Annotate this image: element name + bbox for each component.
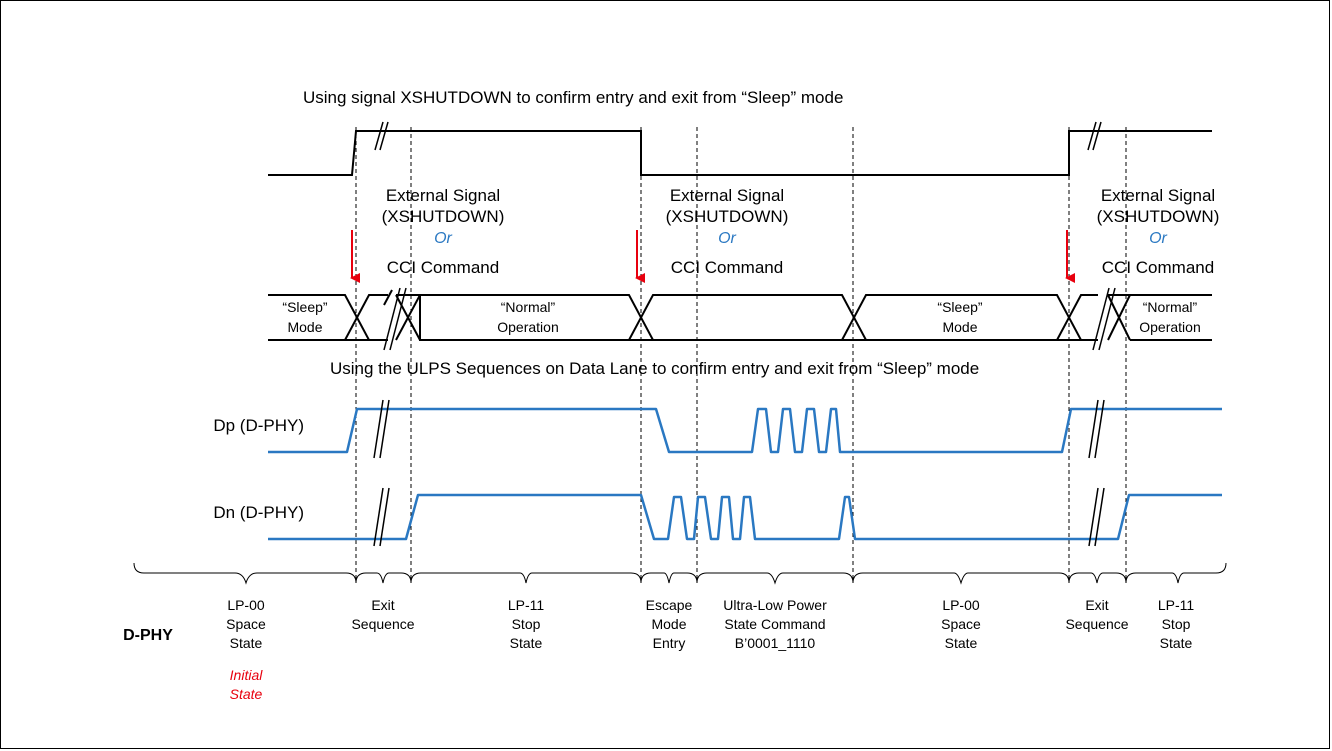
state-label-escape: Escape Mode Entry bbox=[646, 597, 693, 651]
svg-text:State: State bbox=[510, 635, 543, 651]
state-label-initial: Initial State bbox=[230, 667, 264, 702]
brace bbox=[355, 572, 412, 584]
dp-break-mark bbox=[373, 399, 1105, 459]
svg-text:Stop: Stop bbox=[512, 616, 541, 632]
xshutdown-waveform bbox=[268, 121, 1212, 176]
svg-text:LP-11: LP-11 bbox=[508, 597, 545, 613]
svg-text:Exit: Exit bbox=[371, 597, 394, 613]
svg-text:External Signal: External Signal bbox=[670, 186, 784, 205]
state-label-ulps: Ultra-Low Power State Command B’0001_111… bbox=[723, 597, 827, 651]
svg-text:State: State bbox=[230, 686, 263, 702]
svg-text:Operation: Operation bbox=[497, 319, 558, 335]
state-braces bbox=[133, 562, 1227, 585]
svg-text:Exit: Exit bbox=[1085, 597, 1108, 613]
svg-text:(XSHUTDOWN): (XSHUTDOWN) bbox=[382, 207, 505, 226]
row-label-dphy: D-PHY bbox=[123, 627, 173, 644]
dn-waveform bbox=[268, 493, 1222, 541]
svg-text:Space: Space bbox=[226, 616, 266, 632]
svg-text:Initial: Initial bbox=[230, 667, 264, 683]
trigger-label-3: External Signal (XSHUTDOWN) Or CCI Comma… bbox=[1097, 186, 1220, 277]
brace bbox=[852, 572, 1070, 585]
svg-text:External Signal: External Signal bbox=[386, 186, 500, 205]
svg-text:CCI Command: CCI Command bbox=[1102, 258, 1214, 277]
brace bbox=[640, 572, 698, 584]
svg-text:Sequence: Sequence bbox=[351, 616, 414, 632]
state-label-exit-1: Exit Sequence bbox=[351, 597, 414, 632]
svg-text:Or: Or bbox=[1149, 230, 1167, 247]
svg-text:Entry: Entry bbox=[653, 635, 686, 651]
svg-text:“Sleep”: “Sleep” bbox=[937, 299, 982, 315]
svg-text:(XSHUTDOWN): (XSHUTDOWN) bbox=[1097, 207, 1220, 226]
red-arrows bbox=[350, 230, 1075, 283]
bus-state-normal-2: “Normal” Operation bbox=[1139, 299, 1200, 335]
svg-text:External Signal: External Signal bbox=[1101, 186, 1215, 205]
svg-text:“Normal”: “Normal” bbox=[1143, 299, 1198, 315]
brace bbox=[696, 572, 854, 585]
state-label-lp11-2: LP-11 Stop State bbox=[1158, 597, 1195, 651]
svg-text:CCI Command: CCI Command bbox=[671, 258, 783, 277]
svg-text:Mode: Mode bbox=[651, 616, 686, 632]
trigger-label-2: External Signal (XSHUTDOWN) Or CCI Comma… bbox=[666, 186, 789, 277]
svg-text:B’0001_1110: B’0001_1110 bbox=[735, 635, 816, 651]
title-ulps: Using the ULPS Sequences on Data Lane to… bbox=[330, 359, 979, 378]
svg-text:Or: Or bbox=[718, 230, 736, 247]
svg-text:Space: Space bbox=[941, 616, 981, 632]
svg-text:Escape: Escape bbox=[646, 597, 693, 613]
brace bbox=[1125, 562, 1227, 584]
svg-text:Sequence: Sequence bbox=[1065, 616, 1128, 632]
svg-text:LP-00: LP-00 bbox=[227, 597, 265, 613]
svg-text:State: State bbox=[945, 635, 978, 651]
svg-text:Mode: Mode bbox=[942, 319, 977, 335]
dn-break-mark bbox=[373, 487, 1105, 547]
svg-text:State: State bbox=[230, 635, 263, 651]
brace bbox=[133, 562, 357, 585]
svg-text:“Normal”: “Normal” bbox=[501, 299, 556, 315]
dp-label: Dp (D-PHY) bbox=[213, 416, 304, 435]
bus-state-sleep-1: “Sleep” Mode bbox=[282, 299, 327, 335]
bus-waveform bbox=[268, 287, 1212, 351]
dn-label: Dn (D-PHY) bbox=[213, 503, 304, 522]
break-mark bbox=[374, 121, 1102, 151]
svg-text:Stop: Stop bbox=[1162, 616, 1191, 632]
trigger-label-1: External Signal (XSHUTDOWN) Or CCI Comma… bbox=[382, 186, 505, 277]
dp-waveform bbox=[268, 407, 1222, 454]
svg-text:LP-00: LP-00 bbox=[942, 597, 980, 613]
guide-lines bbox=[355, 127, 1127, 580]
svg-text:State: State bbox=[1160, 635, 1193, 651]
svg-text:Or: Or bbox=[434, 230, 452, 247]
state-label-lp11-1: LP-11 Stop State bbox=[508, 597, 545, 651]
svg-text:Operation: Operation bbox=[1139, 319, 1200, 335]
svg-text:LP-11: LP-11 bbox=[1158, 597, 1195, 613]
state-label-lp00-2: LP-00 Space State bbox=[941, 597, 981, 651]
svg-text:“Sleep”: “Sleep” bbox=[282, 299, 327, 315]
brace bbox=[1068, 572, 1127, 584]
state-label-lp00-1: LP-00 Space State bbox=[226, 597, 266, 651]
svg-text:CCI Command: CCI Command bbox=[387, 258, 499, 277]
title-xshutdown: Using signal XSHUTDOWN to confirm entry … bbox=[303, 88, 843, 107]
state-label-exit-2: Exit Sequence bbox=[1065, 597, 1128, 632]
svg-text:Mode: Mode bbox=[287, 319, 322, 335]
brace bbox=[410, 572, 642, 584]
svg-text:Ultra-Low Power: Ultra-Low Power bbox=[723, 597, 827, 613]
svg-text:(XSHUTDOWN): (XSHUTDOWN) bbox=[666, 207, 789, 226]
svg-text:State Command: State Command bbox=[724, 616, 825, 632]
bus-state-normal-1: “Normal” Operation bbox=[497, 299, 558, 335]
bus-state-sleep-2: “Sleep” Mode bbox=[937, 299, 982, 335]
